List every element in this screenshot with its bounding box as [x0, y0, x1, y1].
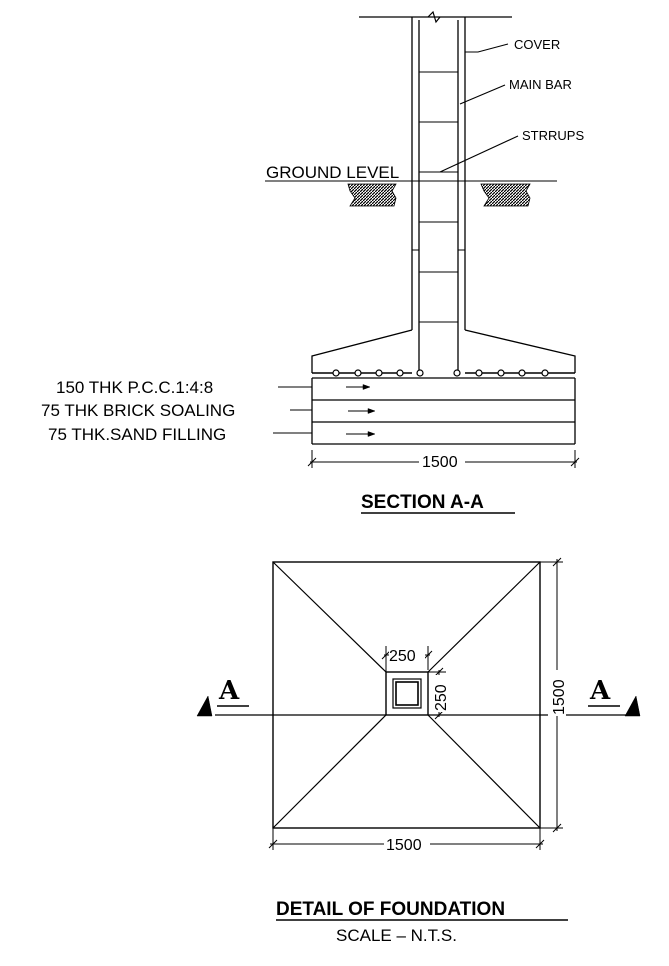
- column-bars-outer: [392, 678, 422, 709]
- column-bars-inner: [395, 681, 419, 706]
- footing: [311, 329, 576, 374]
- stirrups-label: STRRUPS: [522, 128, 584, 143]
- soil-hatch-left: [347, 183, 397, 207]
- callout-leaders: [439, 43, 519, 173]
- layer-label-sand: 75 THK.SAND FILLING: [48, 425, 226, 444]
- plan-width-value: 1500: [386, 837, 422, 854]
- plan-height-mask: [548, 670, 566, 716]
- column-section: [411, 17, 466, 373]
- section-arrow-left: [196, 695, 213, 717]
- section-mark-right: A: [589, 676, 611, 706]
- section-title: SECTION A-A: [361, 492, 484, 513]
- section-arrow-right: [624, 695, 641, 717]
- ground-level-label: GROUND LEVEL: [266, 163, 399, 182]
- layer-label-pcc: 150 THK P.C.C.1:4:8: [56, 378, 213, 397]
- section-mark-left: A: [218, 676, 240, 706]
- stirrups: [419, 71, 458, 323]
- layer-arrowheads: [362, 384, 376, 437]
- plan-width-mask: [384, 835, 430, 853]
- plan-scale: SCALE – N.T.S.: [336, 926, 457, 945]
- plan-title: DETAIL OF FOUNDATION: [276, 899, 505, 920]
- col-depth-mask: [431, 675, 448, 712]
- soil-hatch-right: [480, 183, 531, 207]
- plan-height-value: 1500: [551, 679, 568, 715]
- foundation-plan: A A 250 250: [196, 557, 641, 945]
- plan-diagonals: [272, 561, 541, 829]
- layer-label-brick: 75 THK BRICK SOALING: [41, 401, 235, 420]
- column-outline: [385, 671, 429, 716]
- footing-outline: [272, 561, 541, 829]
- col-dim-mask: [389, 645, 425, 662]
- dim-text-mask: [419, 452, 465, 470]
- section-width-value: 1500: [422, 454, 458, 471]
- main-bar-label: MAIN BAR: [509, 77, 572, 92]
- column-width-value: 250: [389, 648, 416, 665]
- section-a-a: COVER MAIN BAR STRRUPS GROUND LEVEL 150 …: [41, 10, 584, 514]
- foundation-layers: [311, 377, 576, 445]
- break-symbol: [427, 10, 441, 24]
- column-depth-value: 250: [433, 684, 450, 711]
- bottom-bars: [332, 369, 549, 377]
- cover-label: COVER: [514, 37, 560, 52]
- layer-leaders: [273, 386, 369, 435]
